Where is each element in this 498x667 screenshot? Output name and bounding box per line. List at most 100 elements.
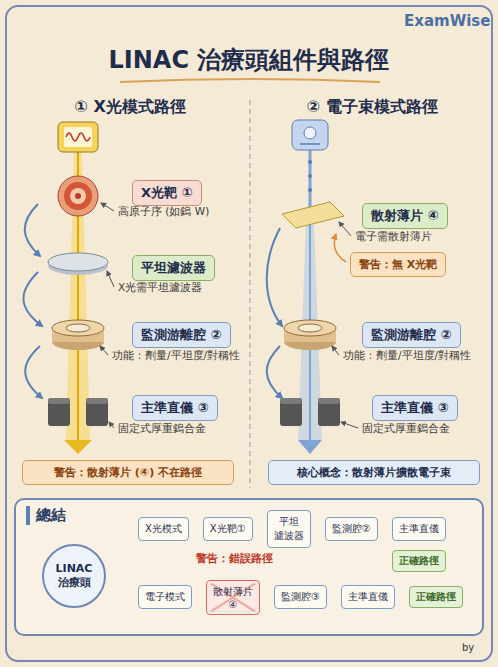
svg-part: [48, 320, 108, 426]
node-text: X光靶①: [210, 522, 246, 536]
note-text: 固定式厚重鎢合金: [362, 422, 450, 436]
note-text: 高原子序 (如鎢 W): [118, 205, 209, 219]
electron-dot: [308, 174, 312, 178]
node-text: 監測腔②: [332, 522, 371, 536]
node-text: 主準直儀 ③: [381, 399, 449, 417]
collimator-top: [86, 398, 108, 404]
flow-arrow: [23, 272, 42, 326]
signature: by: [462, 642, 474, 653]
summary-panel: 總結LINAC 治療頭X光模式X光靶①平坦 濾波器監測腔②主準直儀正確路徑電子模…: [14, 498, 484, 636]
process-box: 電子模式: [138, 585, 192, 609]
node-text: 警告：散射薄片 (④) 不在路徑: [31, 465, 225, 480]
warning-text: 警告：錯誤路徑: [196, 551, 273, 566]
part-label: 監測游離腔 ②: [132, 322, 231, 348]
node-text: 主準直儀 ③: [141, 399, 209, 417]
status-tag: 正確路徑: [409, 586, 463, 608]
electron-dot: [308, 188, 312, 192]
flow-arrow: [267, 346, 282, 398]
root-circle: LINAC 治療頭: [42, 544, 106, 608]
process-box: 散射薄片 ④: [206, 580, 260, 615]
note-text: 功能：劑量/平坦度/對稱性: [343, 349, 471, 363]
node-text: X光靶 ①: [141, 184, 193, 202]
node-text: X光模式: [145, 522, 182, 536]
leader-line: [339, 222, 351, 236]
wave-symbol: [66, 133, 90, 141]
collimator-top: [48, 398, 70, 404]
node-text: 平坦 濾波器: [274, 515, 304, 543]
warning-arrow: [334, 234, 346, 262]
target-ring: [64, 182, 92, 210]
note-text: X光需平坦濾波器: [118, 281, 202, 295]
target-ring: [70, 188, 86, 204]
flow-arrow: [25, 346, 42, 398]
node-text: LINAC 治療頭: [56, 562, 93, 590]
collimator-block: [86, 398, 108, 426]
chamber-and-collimator: [280, 320, 340, 426]
title-underline: [120, 79, 380, 82]
process-box: 主準直儀: [392, 517, 446, 541]
cross-stroke: [211, 583, 255, 611]
part-label: 主準直儀 ③: [132, 395, 218, 421]
node-text: 核心概念：散射薄片擴散電子束: [277, 465, 471, 480]
node-text: 主準直儀: [399, 522, 439, 536]
icon-screen: [64, 127, 92, 147]
part-label: 散射薄片 ④: [362, 203, 448, 229]
process-box: X光模式: [138, 517, 189, 541]
node-text: 正確路徑: [416, 590, 456, 604]
node-text: 主準直儀: [348, 590, 388, 604]
xray-target: [58, 176, 98, 216]
target-center: [75, 193, 81, 199]
column-divider: [249, 100, 251, 488]
node-text: 監測游離腔 ②: [371, 326, 452, 344]
leader-line: [100, 346, 108, 355]
electron-gun-icon: [292, 120, 328, 150]
beam-arrowhead: [298, 440, 322, 454]
xray-source-icon: [58, 122, 98, 152]
process-box: 監測腔②: [325, 517, 378, 541]
node-text: 電子模式: [145, 590, 185, 604]
gun-emitter: [304, 127, 316, 139]
chamber-hole: [66, 324, 90, 332]
brand-mark: ExamWise: [404, 12, 490, 30]
concept-box: 核心概念：散射薄片擴散電子束: [268, 460, 480, 485]
warning-box: 警告：無 X光靶: [350, 252, 446, 277]
leader-line: [109, 422, 114, 428]
section-heading: ① X光模式路徑: [10, 97, 250, 118]
leader-line: [101, 203, 114, 211]
leader-line: [341, 422, 358, 428]
node-text: 監測游離腔 ②: [141, 326, 222, 344]
page-border: [6, 6, 492, 661]
leader-line: [107, 271, 114, 287]
part-label: 監測游離腔 ②: [362, 322, 461, 348]
status-tag: 正確路徑: [392, 550, 446, 572]
node-text: 平坦濾波器: [141, 259, 206, 277]
electron-dot: [308, 160, 312, 164]
flattening-filter: [48, 253, 108, 271]
note-text: 功能：劑量/平坦度/對稱性: [112, 349, 240, 363]
beam-arrowhead: [64, 440, 92, 454]
node-text: 總結: [26, 506, 66, 525]
process-box: X光靶①: [203, 517, 253, 541]
part-label: 主準直儀 ③: [372, 395, 458, 421]
node-text: 監測腔③: [281, 590, 320, 604]
node-text: 散射薄片 ④: [213, 585, 253, 610]
process-box: 平坦 濾波器: [267, 510, 311, 548]
part-label: 平坦濾波器: [132, 255, 215, 281]
diagram-title: LINAC 治療頭組件與路徑: [0, 44, 498, 76]
scattering-foil: [282, 202, 344, 228]
flow-arrow: [267, 228, 282, 326]
warning-box: 警告：散射薄片 (④) 不在路徑: [22, 460, 234, 485]
process-box: 監測腔③: [274, 585, 327, 609]
node-text: 警告：無 X光靶: [359, 257, 437, 272]
leader-line: [332, 346, 339, 355]
chamber-top: [52, 320, 104, 336]
process-box: 主準直儀: [341, 585, 395, 609]
collimator-block: [48, 398, 70, 426]
part-label: X光靶 ①: [132, 180, 202, 206]
node-text: 散射薄片 ④: [371, 207, 439, 225]
flow-arrow: [25, 204, 40, 256]
note-text: 固定式厚重鎢合金: [118, 422, 206, 436]
electron-beam: [309, 150, 312, 214]
